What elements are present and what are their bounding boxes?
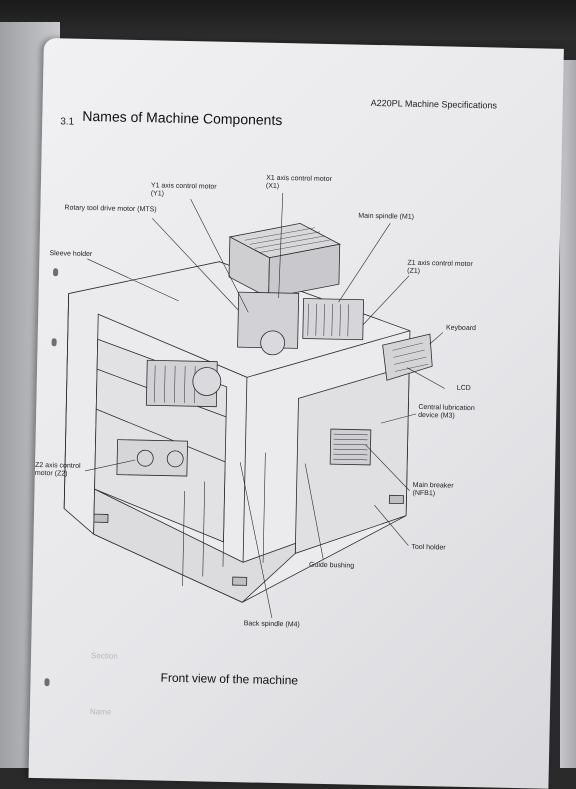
figure-caption: Front view of the machine xyxy=(160,670,299,688)
label-central-lubrication-device: Central lubrication device (M3) xyxy=(418,403,475,420)
label-main-spindle: Main spindle (M1) xyxy=(358,212,415,221)
label-z2-axis-control-motor: Z2 axis control motor (Z2) xyxy=(34,461,81,478)
label-back-spindle: Back spindle (M4) xyxy=(243,620,300,629)
label-keyboard: Keyboard xyxy=(445,324,477,333)
show-through-text: Section xyxy=(90,651,118,661)
show-through-text: Name xyxy=(89,707,112,717)
document-page: A220PL Machine Specifications 3.1 Names … xyxy=(28,38,564,789)
label-guide-bushing: Guide bushing xyxy=(308,561,355,570)
machine-drawing xyxy=(63,193,445,618)
label-main-breaker: Main breaker (NFB1) xyxy=(412,481,454,498)
label-tool-holder: Tool holder xyxy=(411,543,446,552)
label-z1-axis-control-motor: Z1 axis control motor (Z1) xyxy=(407,259,473,275)
page-stack-edge xyxy=(560,60,576,768)
label-lcd: LCD xyxy=(456,384,471,393)
desk-background xyxy=(0,0,576,40)
label-y1-axis-control-motor: Y1 axis control motor (Y1) xyxy=(150,182,217,198)
label-sleeve-holder: Sleeve holder xyxy=(49,250,93,259)
label-x1-axis-control-motor: X1 axis control motor (X1) xyxy=(265,174,332,190)
